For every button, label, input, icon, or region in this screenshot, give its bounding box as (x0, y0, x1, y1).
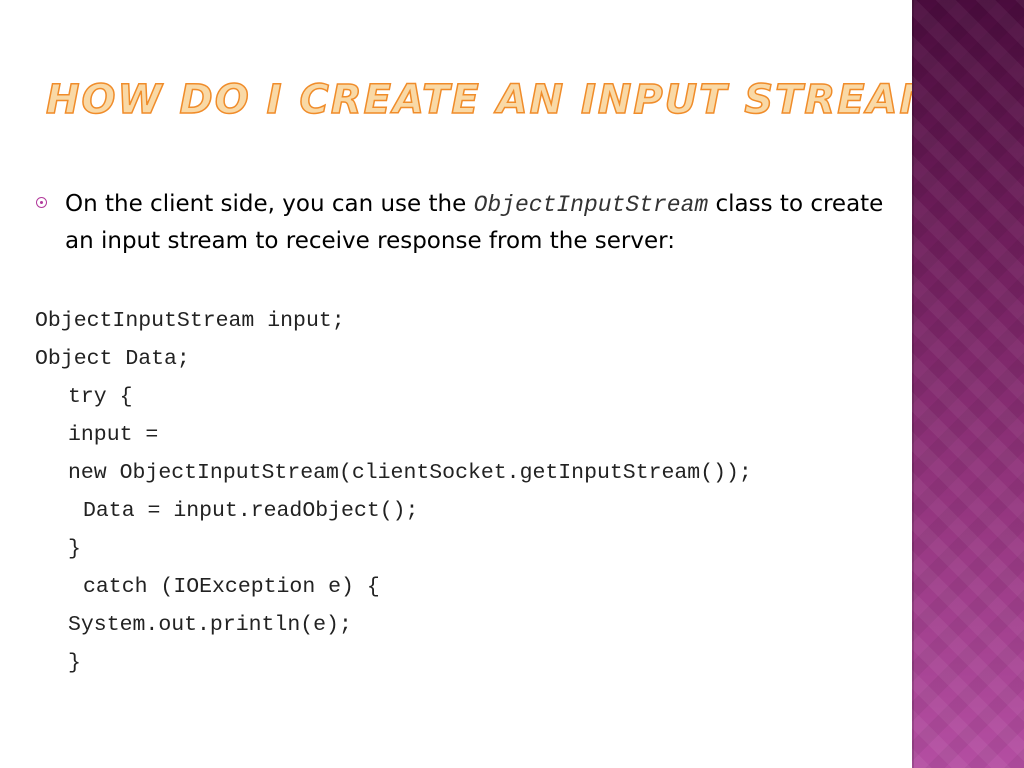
code-line: System.out.println(e); (68, 613, 352, 637)
code-block: ObjectInputStream input; Object Data; tr… (35, 302, 752, 682)
code-line: Data = input.readObject(); (83, 499, 419, 523)
decorative-side-band (912, 0, 1024, 768)
bullet-code-term: ObjectInputStream (473, 192, 709, 218)
bullet-text: On the client side, you can use the Obje… (65, 186, 896, 259)
code-line: ObjectInputStream input; (35, 309, 345, 333)
bullet-circle-icon (36, 197, 47, 208)
code-line: new ObjectInputStream(clientSocket.getIn… (68, 461, 752, 485)
code-line: catch (IOException e) { (83, 575, 380, 599)
bullet-text-after: class to create an input stream to recei… (65, 191, 884, 254)
slide-title: HOW DO I CREATE AN INPUT STREAM? (45, 76, 967, 124)
bullet-point: On the client side, you can use the Obje… (36, 186, 896, 259)
code-line: } (68, 537, 81, 561)
bullet-text-before: On the client side, you can use the (65, 191, 474, 217)
code-line: input = (68, 423, 159, 447)
code-line: } (68, 651, 81, 675)
code-line: Object Data; (35, 347, 190, 371)
code-line: try { (68, 385, 133, 409)
